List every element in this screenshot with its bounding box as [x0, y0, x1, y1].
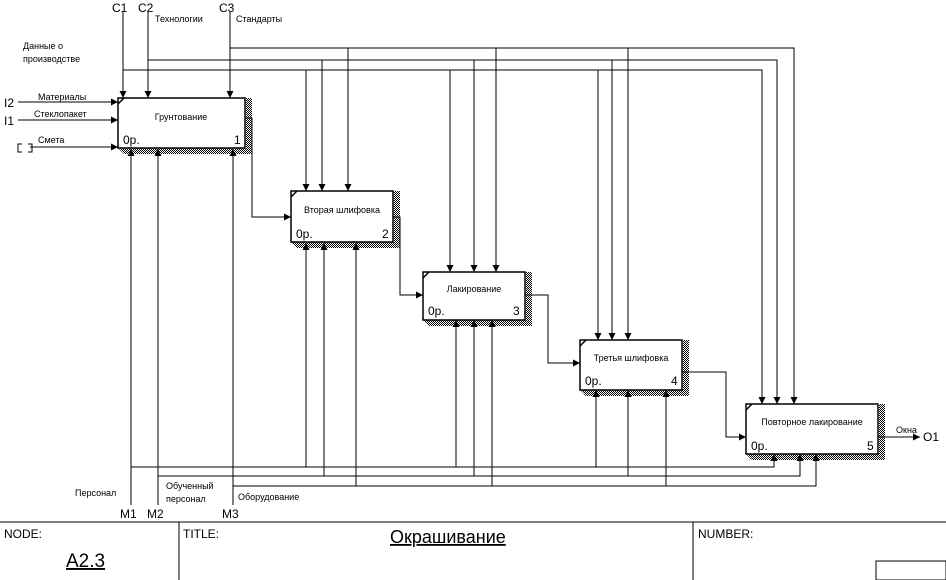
activity-number: 5 — [867, 439, 874, 453]
activity-number: 2 — [382, 227, 389, 241]
activity-box-5[interactable]: Повторное лакирование 0р. 5 — [745, 403, 885, 460]
activity-name: Третья шлифовка — [594, 353, 669, 363]
arrow-m3-box5 — [666, 454, 820, 487]
activity-number: 3 — [513, 304, 520, 318]
arrow-m3-box3 — [356, 320, 496, 487]
title-block: NODE: A2.3 TITLE: Окрашивание NUMBER: — [0, 521, 946, 580]
corner-mark — [579, 339, 587, 347]
activity-cost: 0р. — [585, 374, 602, 388]
i2-code: I2 — [4, 96, 14, 110]
output-labels: Окна O1 — [896, 425, 939, 444]
m3-code: M3 — [222, 507, 239, 521]
activity-cost: 0р. — [123, 133, 140, 147]
box-frame — [290, 190, 394, 243]
arrow-m3-box4 — [492, 390, 670, 487]
activity-name: Лакирование — [447, 284, 502, 294]
node-label: NODE: — [4, 527, 42, 541]
c1-label-line1: Данные о — [23, 41, 63, 51]
activity-box-1[interactable]: Грунтование 0р. 1 — [117, 97, 252, 154]
number-label: NUMBER: — [698, 527, 753, 541]
title-label: TITLE: — [183, 527, 219, 541]
tunnel-icon — [17, 143, 33, 153]
box-frame — [422, 271, 526, 321]
c3-label: Стандарты — [236, 14, 282, 24]
m1-code: M1 — [120, 507, 137, 521]
arrow-m2-box3 — [324, 320, 478, 477]
connector-lines — [18, 12, 920, 505]
arrow-m3-box2 — [233, 243, 360, 487]
input-labels: I2 I1 Материалы Стеклопакет Смета — [4, 92, 87, 153]
arrow-m1-box2 — [131, 243, 310, 468]
activity-number: 4 — [671, 374, 678, 388]
box-frame — [745, 403, 879, 455]
activity-cost: 0р. — [296, 227, 313, 241]
m1-label: Персонал — [75, 488, 116, 498]
m2-label-line1: Обученный — [166, 481, 214, 491]
arrow-m1-box4 — [456, 390, 600, 468]
activity-name: Повторное лакирование — [761, 417, 863, 427]
c1-code: C1 — [112, 1, 128, 15]
arrow-m1-box5 — [596, 454, 778, 468]
arrow-m2-box2 — [158, 243, 328, 477]
arrow-m1-box3 — [306, 320, 460, 468]
arrow-m2-box4 — [474, 390, 632, 477]
activity-box-4[interactable]: Третья шлифовка 0р. 4 — [579, 339, 689, 396]
title-value: Окрашивание — [390, 527, 506, 547]
i2-label: Материалы — [38, 92, 86, 102]
m2-label-line2: персонал — [166, 494, 206, 504]
arrow-c1-box5 — [598, 69, 766, 404]
m2-code: M2 — [147, 507, 164, 521]
c3-code: C3 — [219, 1, 235, 15]
frame-corner-box — [875, 560, 946, 580]
arrow-c2-box5 — [612, 59, 781, 404]
c2-code: C2 — [138, 1, 154, 15]
arrow-box4-box5 — [682, 371, 746, 441]
o1-code: O1 — [923, 430, 939, 444]
corner-mark — [117, 97, 125, 105]
activity-box-3[interactable]: Лакирование 0р. 3 — [422, 271, 532, 326]
activity-name: Вторая шлифовка — [304, 205, 380, 215]
node-value: A2.3 — [66, 551, 105, 572]
arrow-box3-box4 — [525, 294, 580, 367]
box-frame — [579, 339, 683, 391]
box-frame — [117, 97, 246, 149]
c2-label: Технологии — [155, 14, 203, 24]
mechanism-labels: M1 M2 M3 Персонал Обученный персонал Обо… — [75, 481, 299, 521]
c1-label-line2: производстве — [23, 54, 80, 64]
activity-cost: 0р. — [428, 304, 445, 318]
activity-box-2[interactable]: Вторая шлифовка 0р. 2 — [290, 190, 400, 248]
smeta-label: Смета — [38, 135, 64, 145]
corner-mark — [745, 403, 753, 411]
m3-label: Оборудование — [238, 492, 299, 502]
corner-mark — [422, 271, 430, 279]
activity-number: 1 — [234, 133, 241, 147]
activity-cost: 0р. — [751, 439, 768, 453]
corner-mark — [290, 190, 298, 198]
arrow-c3-box5 — [628, 47, 798, 404]
arrow-m2-box5 — [628, 454, 804, 477]
activity-name: Грунтование — [155, 112, 207, 122]
control-labels: C1 C2 C3 Данные о производстве Технологи… — [23, 1, 282, 64]
i1-label: Стеклопакет — [34, 109, 87, 119]
i1-code: I1 — [4, 114, 14, 128]
o1-label: Окна — [896, 425, 917, 435]
